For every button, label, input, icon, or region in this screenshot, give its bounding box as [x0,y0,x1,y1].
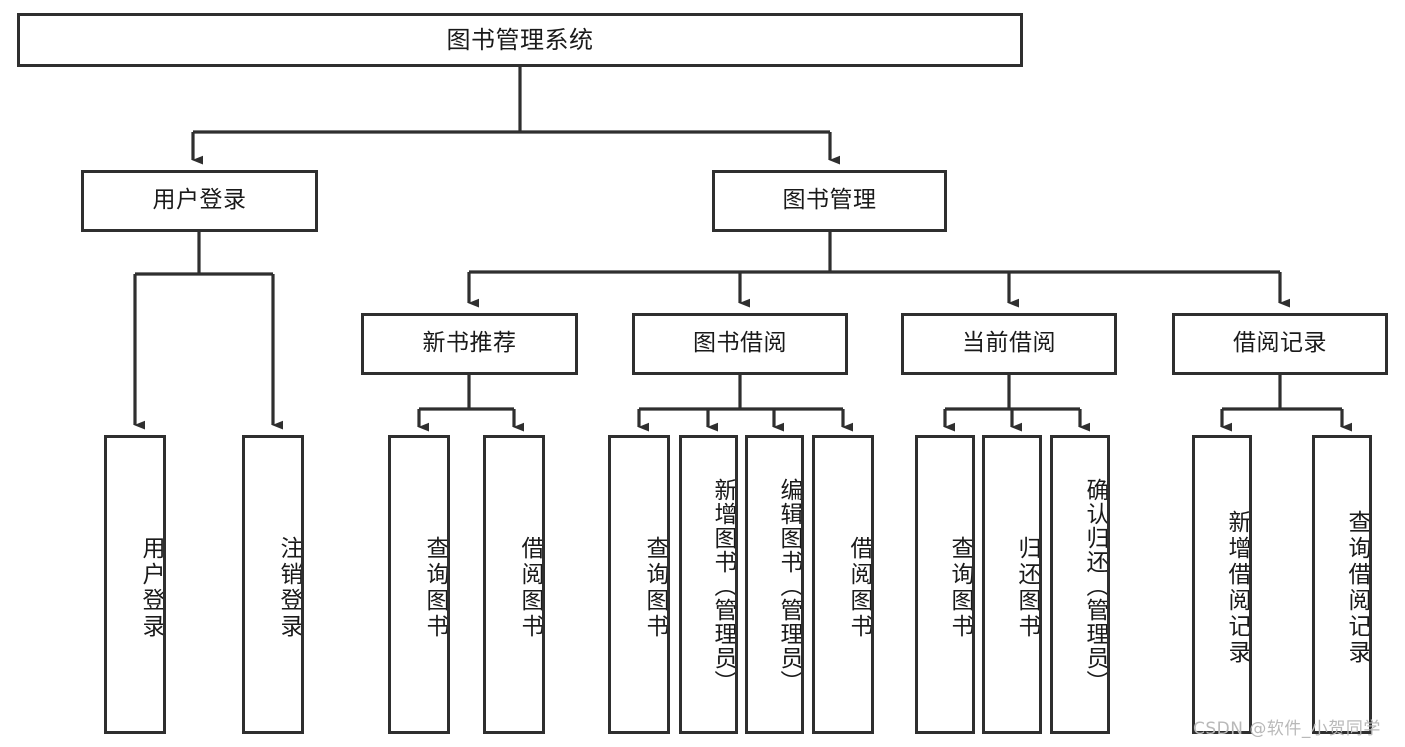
node-current-borrow[interactable]: 当前借阅 [901,313,1117,375]
leaf-query-borrow-record[interactable]: 查询借阅记录 [1312,435,1372,734]
node-book-manage[interactable]: 图书管理 [712,170,947,232]
leaf-borrow-book-recommend[interactable]: 借阅图书 [483,435,545,734]
leaf-user-login[interactable]: 用户登录 [104,435,166,734]
leaf-confirm-return-admin[interactable]: 确认归还（管理员） [1050,435,1110,734]
leaf-logout-login[interactable]: 注销登录 [242,435,304,734]
leaf-add-book-admin[interactable]: 新增图书（管理员） [679,435,738,734]
leaf-edit-book-admin[interactable]: 编辑图书（管理员） [745,435,804,734]
leaf-borrow-book[interactable]: 借阅图书 [812,435,874,734]
leaf-query-book-current[interactable]: 查询图书 [915,435,975,734]
node-borrow-record[interactable]: 借阅记录 [1172,313,1388,375]
leaf-query-book-borrow[interactable]: 查询图书 [608,435,670,734]
leaf-query-book-recommend[interactable]: 查询图书 [388,435,450,734]
node-user-login[interactable]: 用户登录 [81,170,318,232]
csdn-watermark: CSDN @软件_小贺同学 [1193,719,1381,739]
node-new-book-recommend[interactable]: 新书推荐 [361,313,578,375]
node-root[interactable]: 图书管理系统 [17,13,1023,67]
leaf-add-borrow-record[interactable]: 新增借阅记录 [1192,435,1252,734]
leaf-return-book[interactable]: 归还图书 [982,435,1042,734]
node-book-borrow[interactable]: 图书借阅 [632,313,848,375]
